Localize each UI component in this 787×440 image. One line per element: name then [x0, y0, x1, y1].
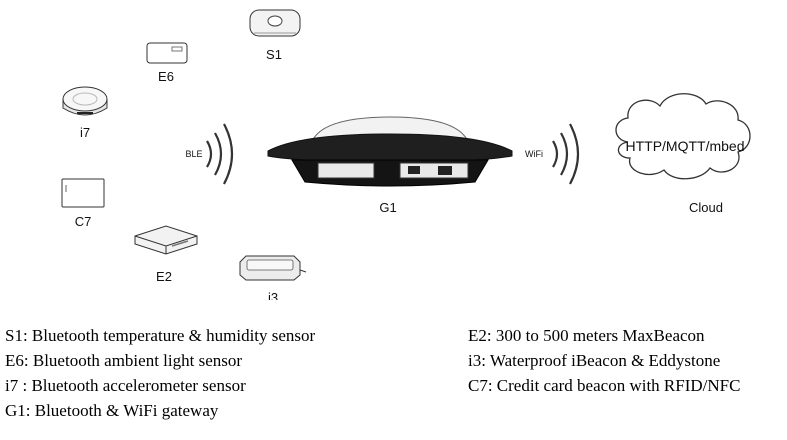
- device-e6-label: E6: [158, 69, 174, 84]
- device-e2: [134, 225, 198, 255]
- device-i7-label: i7: [80, 125, 90, 140]
- legend-i3: i3: Waterproof iBeacon & Eddystone: [468, 351, 721, 370]
- ble-signal-icon: [206, 123, 234, 185]
- legend-s1: S1: Bluetooth temperature & humidity sen…: [5, 326, 316, 345]
- device-c7: [61, 178, 105, 208]
- cloud-label: Cloud: [689, 200, 723, 215]
- iot-architecture-diagram: S1 E6 i7 C7 E2 i3 BLE: [61, 9, 751, 300]
- device-legend: S1: Bluetooth temperature & humidity sen…: [0, 320, 787, 440]
- wifi-signal-icon: [552, 123, 580, 185]
- device-e2-label: E2: [156, 269, 172, 284]
- device-i3-label: i3: [268, 290, 278, 300]
- legend-g1: G1: Bluetooth & WiFi gateway: [5, 401, 219, 420]
- legend-c7: C7: Credit card beacon with RFID/NFC: [468, 376, 741, 395]
- device-e6: [146, 42, 188, 64]
- wifi-label: WiFi: [525, 149, 543, 159]
- gateway-g1: [267, 116, 513, 187]
- device-i3: [239, 255, 307, 281]
- legend-e6: E6: Bluetooth ambient light sensor: [5, 351, 243, 370]
- legend-i7: i7 : Bluetooth accelerometer sensor: [5, 376, 246, 395]
- device-c7-label: C7: [75, 214, 92, 229]
- device-s1-label: S1: [266, 47, 282, 62]
- legend-e2: E2: 300 to 500 meters MaxBeacon: [468, 326, 705, 345]
- device-i7: [62, 86, 108, 116]
- cloud-protocols-text: HTTP/MQTT/mbed: [625, 138, 744, 154]
- device-s1: [249, 9, 301, 37]
- gateway-g1-label: G1: [379, 200, 396, 215]
- cloud-icon: [615, 93, 751, 180]
- ble-label: BLE: [185, 149, 202, 159]
